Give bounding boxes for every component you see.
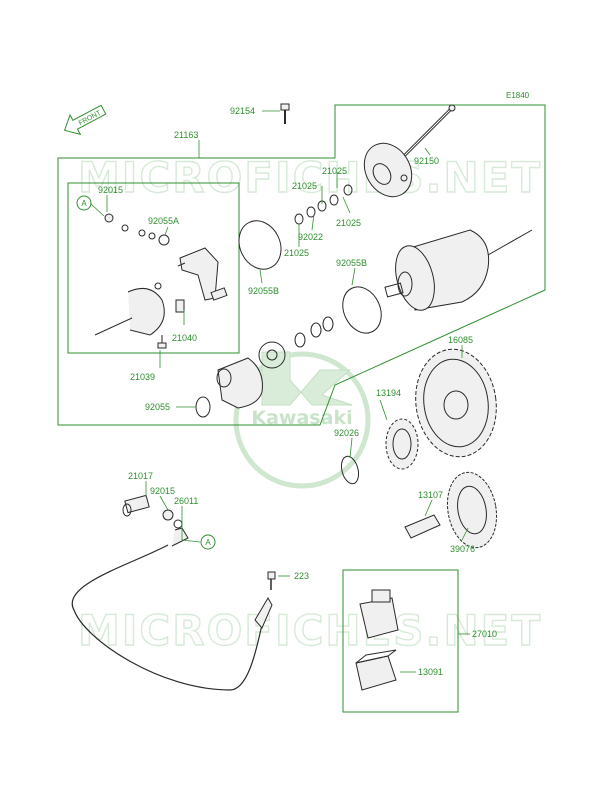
label-21163: 21163: [174, 130, 198, 140]
kawasaki-logo: Kawasaki: [233, 351, 371, 489]
callout-a-lower-text: A: [205, 538, 211, 547]
watermark-bottom: MICROFICHES.NET: [78, 606, 542, 655]
label-13091: 13091: [418, 667, 443, 677]
label-16085: 16085: [448, 335, 473, 345]
logo-text: Kawasaki: [251, 407, 352, 429]
leader-lines: [106, 110, 470, 673]
label-92022: 92022: [298, 232, 323, 242]
relay-27010: [359, 589, 399, 639]
watermark-top: MICROFICHES.NET: [78, 153, 542, 202]
label-92015-upper: 92015: [98, 185, 123, 195]
label-21025-b: 21025: [292, 181, 317, 191]
starter-motor-body: [384, 229, 533, 311]
starter-assembly-outline: [57, 104, 546, 426]
label-223: 223: [294, 571, 309, 581]
callout-a-lower: A: [200, 534, 216, 550]
label-92055B-left: 92055B: [248, 286, 279, 296]
label-92055: 92055: [145, 402, 170, 412]
bracket-223: [254, 571, 276, 629]
label-21025-c: 21025: [336, 218, 361, 228]
label-92154: 92154: [230, 106, 255, 116]
label-21025-a: 21025: [322, 166, 347, 176]
label-92026: 92026: [334, 428, 359, 438]
label-21017: 21017: [128, 471, 153, 481]
front-arrow-icon: FRONT: [63, 104, 107, 136]
label-21039: 21039: [130, 372, 155, 382]
brush-plate-box: [67, 182, 240, 354]
shaft-13107: [404, 514, 441, 539]
label-13107: 13107: [418, 490, 443, 500]
brush-plate: [94, 282, 185, 349]
washers-lower: [294, 316, 334, 348]
label-27010: 27010: [472, 629, 497, 639]
label-92150: 92150: [414, 156, 439, 166]
starter-cable: [71, 544, 263, 691]
starter-clutch-13194: [385, 418, 419, 470]
rear-cover: [363, 142, 413, 198]
gear-16085: [415, 348, 497, 458]
relay-box: [342, 569, 459, 713]
label-92015-lower: 92015: [150, 486, 175, 496]
label-92055B-right: 92055B: [336, 258, 367, 268]
o-ring-92055: [195, 396, 211, 418]
idle-gear-39076: [446, 471, 498, 549]
label-13194: 13194: [376, 388, 401, 398]
label-92055A: 92055A: [148, 216, 179, 226]
label-39076: 39076: [450, 544, 475, 554]
brush-holder: [104, 213, 228, 301]
o-ring-right: [342, 286, 382, 334]
front-cover: [216, 341, 286, 409]
diagram-ref: E1840: [506, 91, 530, 100]
callout-a-upper: A: [76, 195, 105, 217]
cable-terminal: [122, 494, 189, 547]
label-21040: 21040: [172, 333, 197, 343]
washer-92026: [340, 455, 360, 485]
cover-13091: [355, 649, 397, 691]
screw-92154: [280, 103, 290, 124]
label-26011: 26011: [174, 496, 198, 506]
label-21025-d: 21025: [284, 248, 309, 258]
callout-a-upper-text: A: [81, 199, 87, 208]
o-ring-left: [238, 220, 282, 270]
